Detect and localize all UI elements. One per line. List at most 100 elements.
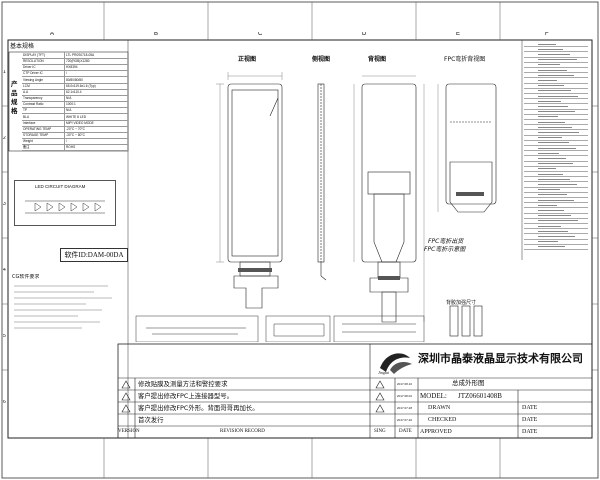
spec-value: 1000:1 <box>64 101 128 108</box>
front-view-title: 正视图 <box>238 56 257 63</box>
revision-date: 2017.08.02 <box>397 394 413 398</box>
spec-key: OPERATING TEMP <box>23 126 52 131</box>
pin-signal-placeholder <box>538 204 557 206</box>
pin-signal-placeholder <box>538 100 561 102</box>
spec-key: LCM <box>23 83 30 88</box>
pin-signal-placeholder <box>538 59 577 60</box>
pin-signal-placeholder <box>538 53 570 55</box>
revision-note: 修改贴膜及测量方法和警控要求 <box>138 380 228 388</box>
spec-key: A.A <box>23 89 29 94</box>
led-circuit-schematic <box>25 200 105 214</box>
spec-row: OPERATING TEMP -20°C ~ 70°C <box>22 125 128 133</box>
spec-row: Weight/ <box>22 138 128 146</box>
pin-row <box>524 193 588 198</box>
row-label-6: 6 <box>3 400 6 405</box>
spec-row: Contrast Ratio 1000:1 <box>22 101 128 109</box>
pin-row <box>524 214 588 219</box>
pin-signal-placeholder <box>538 189 560 190</box>
pin-row <box>524 115 588 120</box>
pin-signal-placeholder <box>538 137 562 138</box>
spec-key: Weight <box>23 139 33 144</box>
spec-row: DISPLAY (TFT)LTL PR0S0718-05A <box>22 52 128 59</box>
pin-row <box>524 58 588 63</box>
pin-row <box>524 162 588 167</box>
pin-signal-placeholder <box>538 95 578 97</box>
pin-row <box>524 224 588 230</box>
pin-row <box>524 68 588 74</box>
spec-side-label: 产品规格 <box>11 80 18 115</box>
pin-signal-placeholder <box>538 111 575 112</box>
row-label-3: 3 <box>3 202 6 207</box>
spec-value: LTL PR0S0718-05A <box>64 52 128 58</box>
pin-row <box>524 203 588 209</box>
pin-signal-placeholder <box>538 116 558 118</box>
led-circuit-panel: LED CIRCUIT DIAGRAM <box>14 180 116 226</box>
spec-key: Contrast Ratio <box>23 102 44 107</box>
row-label-1: 1 <box>3 70 6 75</box>
pin-row <box>524 63 588 68</box>
pin-row <box>524 182 588 188</box>
fpc-back-view-title: FPC弯折背视图 <box>444 56 486 63</box>
row-label-2: 2 <box>3 136 6 141</box>
spec-value: -30°C ~ 80°C <box>64 131 128 138</box>
pin-row <box>524 89 588 94</box>
notes-text-lines <box>14 285 112 329</box>
spec-value: N/A <box>64 107 128 114</box>
col-label-b: B <box>154 32 159 37</box>
spec-value: MIPI VIDEO MODE <box>64 119 128 126</box>
mechanical-drawing <box>135 72 497 342</box>
revision-record-label: REVISION RECORD <box>220 429 265 434</box>
model-number: JTZ06601408B <box>458 392 502 400</box>
spec-title: 基本规格 <box>10 43 35 50</box>
pin-signal-placeholder <box>538 48 563 50</box>
pin-row <box>524 94 588 100</box>
company-logo-icon <box>380 353 412 374</box>
pin-signal-placeholder <box>538 225 561 227</box>
pin-row <box>524 130 588 136</box>
version-label: VERSION <box>118 429 140 434</box>
pin-signal-placeholder <box>538 178 570 180</box>
revision-date: 2017.08.10 <box>397 382 413 386</box>
pin-signal-placeholder <box>538 246 565 248</box>
pin-signal-placeholder <box>538 220 578 222</box>
revision-note: 客户提出修改FPC上连接器型号。 <box>138 392 234 400</box>
revision-note: 客户提出修改FPC外形。背面哥哥再加长。 <box>138 404 259 412</box>
pin-row <box>524 136 588 141</box>
pin-row <box>524 172 588 178</box>
col-label-f: F <box>545 32 549 37</box>
checked-label: CHECKED <box>428 417 457 423</box>
drawn-label: DRAWN <box>428 405 451 411</box>
pin-row <box>524 141 588 146</box>
pin-row <box>524 245 588 250</box>
spec-value: ROHS <box>64 144 128 151</box>
spec-key: Driver IC <box>23 65 36 70</box>
fpc-out-title: FPC弯折出货 <box>428 238 464 245</box>
led-circuit-title: LED CIRCUIT DIAGRAM <box>35 184 86 189</box>
spec-key: TP <box>23 108 28 113</box>
spec-value: HX8394 <box>64 64 128 71</box>
pin-signal-placeholder <box>538 147 576 149</box>
col-label-d: D <box>362 32 367 37</box>
row-label-5: 5 <box>3 334 6 339</box>
spec-value: 65.0x119.6x1.6 (Typ) <box>64 82 128 89</box>
pin-row <box>524 156 588 162</box>
spec-value: -20°C ~ 70°C <box>64 125 128 132</box>
spec-key: Viewing Angle <box>23 77 43 82</box>
fpc-out-diagram-title: FPC弯折示意图 <box>424 246 466 253</box>
spec-value: 80/80/80/80 <box>64 76 128 83</box>
col-label-e: E <box>456 32 461 37</box>
pin-signal-placeholder <box>538 85 564 86</box>
pin-signal-placeholder <box>538 215 571 216</box>
pin-row <box>524 84 588 89</box>
spec-key: RESOLUTION <box>23 59 44 64</box>
rev-date-label: DATE <box>399 429 412 434</box>
spec-row: Driver IC HX8394 <box>22 64 128 72</box>
